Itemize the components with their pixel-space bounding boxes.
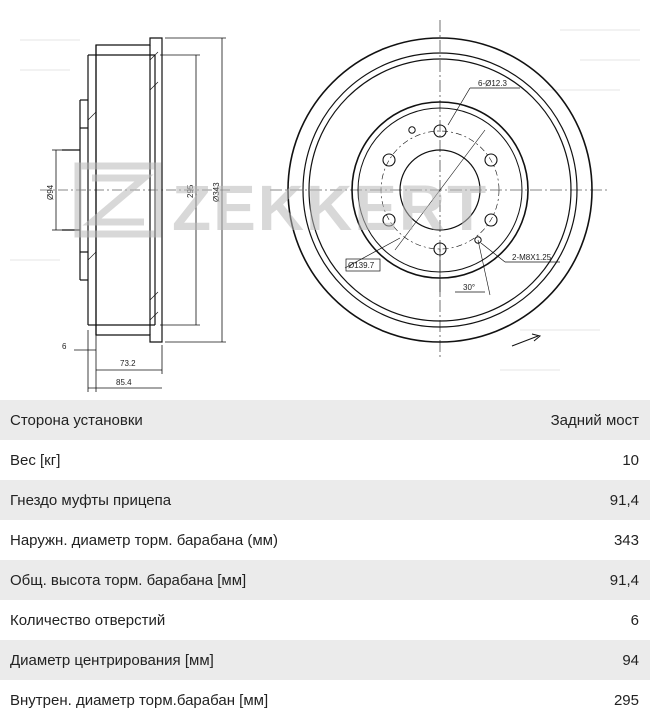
spec-row: Общ. высота торм. барабана [мм] 91,4 [0, 560, 650, 600]
spec-label: Вес [кг] [10, 451, 61, 469]
dim-inner-diameter: 295 [186, 184, 195, 198]
technical-drawing: Ø94 295 Ø343 6 73.2 85.4 [10, 20, 640, 392]
front-view [270, 20, 610, 360]
spec-value: 91,4 [609, 571, 639, 589]
spec-row: Внутрен. диаметр торм.барабан [мм] 295 [0, 680, 650, 720]
spec-row: Количество отверстий 6 [0, 600, 650, 640]
spec-row: Диаметр центрирования [мм] 94 [0, 640, 650, 680]
spec-row: Гнездо муфты прицепа 91,4 [0, 480, 650, 520]
dim-holes: 6-Ø12.3 [478, 79, 507, 88]
spec-value: 10 [622, 451, 639, 469]
dim-pcd: Ø139.7 [348, 261, 375, 270]
spec-value: 94 [622, 651, 639, 669]
spec-value: 6 [630, 611, 639, 629]
spec-row: Вес [кг] 10 [0, 440, 650, 480]
dim-angle: 30° [463, 283, 475, 292]
dim-depth-total: 85.4 [116, 378, 132, 387]
dim-thread: 2-M8X1.25 [512, 253, 552, 262]
brand-watermark-text: ZEKKERT [172, 172, 488, 244]
spec-label: Сторона установки [10, 411, 143, 429]
spec-label: Гнездо муфты прицепа [10, 491, 172, 509]
brand-watermark: ZEKKERT [74, 162, 488, 244]
specs-table: Сторона установки Задний мост Вес [кг] 1… [0, 400, 650, 720]
dim-depth-inner: 73.2 [120, 359, 136, 368]
dim-flange: 6 [62, 342, 67, 351]
spec-label: Наружн. диаметр торм. барабана (мм) [10, 531, 278, 549]
dim-outer-diameter: Ø343 [212, 182, 221, 202]
spec-label: Диаметр центрирования [мм] [10, 651, 214, 669]
spec-label: Общ. высота торм. барабана [мм] [10, 571, 247, 589]
spec-value: Задний мост [550, 411, 639, 429]
side-section-view [40, 37, 230, 343]
dim-center-bore: Ø94 [46, 184, 55, 200]
spec-label: Внутрен. диаметр торм.барабан [мм] [10, 691, 269, 709]
spec-label: Количество отверстий [10, 611, 166, 629]
spec-value: 91,4 [609, 491, 639, 509]
spec-value: 343 [613, 531, 639, 549]
drum-drawing-svg: Ø94 295 Ø343 6 73.2 85.4 [10, 20, 640, 392]
spec-row: Наружн. диаметр торм. барабана (мм) 343 [0, 520, 650, 560]
spec-value: 295 [613, 691, 639, 709]
spec-row: Сторона установки Задний мост [0, 400, 650, 440]
